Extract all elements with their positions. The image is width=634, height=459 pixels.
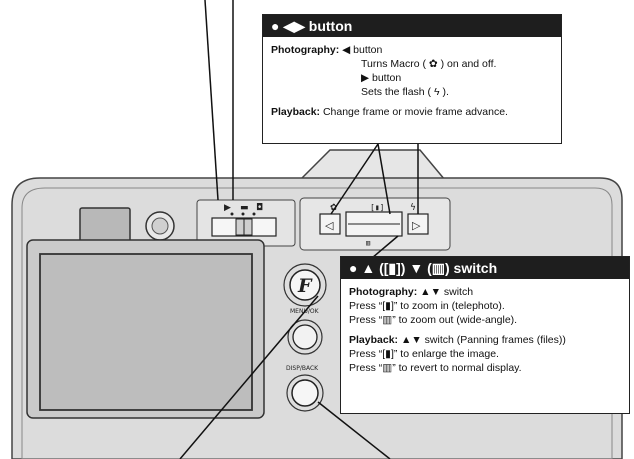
camera-top-hump <box>298 149 447 181</box>
disp-back-button[interactable] <box>291 379 319 407</box>
wide-icon: ▥ <box>382 314 393 326</box>
left-arrow-icon: ◁ <box>325 219 334 232</box>
wide-icon: ▥ <box>366 239 371 247</box>
disp-back-label: DISP/BACK <box>286 365 319 372</box>
right-button-line: ▶ button <box>361 72 402 84</box>
macro-icon: ✿ <box>425 58 441 70</box>
leader-line <box>330 143 379 215</box>
leader-line <box>371 235 399 259</box>
tele-icon: [▮] <box>370 203 384 212</box>
macro-desc: Turns Macro ( ✿ ) on and off. <box>361 58 497 70</box>
photography-line: Photography: ◀ button <box>271 44 383 56</box>
lcd-screen <box>39 253 253 411</box>
enlarge-line: Press “[▮]” to enlarge the image. <box>349 348 499 360</box>
camera-mode-icon: ◘ <box>256 203 263 213</box>
tele-icon: [▮] <box>382 348 394 360</box>
wide-icon: ▥ <box>382 362 393 374</box>
left-right-button-callout: ● ◀▶ button Photography: ◀ button Turns … <box>262 14 562 144</box>
right-arrow-icon: ▷ <box>412 219 421 232</box>
camera-body-inner <box>21 187 613 459</box>
playback-line: Playback: ▲▼ switch (Panning frames (fil… <box>349 334 566 346</box>
zoom-in-line: Press “[▮]” to zoom in (telephoto). <box>349 300 505 312</box>
indicator-lamp-inner <box>151 217 169 235</box>
leader-line <box>377 143 391 215</box>
tele-icon: [▮] <box>383 260 401 276</box>
photography-line: Photography: ▲▼ switch <box>349 286 474 298</box>
macro-icon: ✿ <box>330 203 338 213</box>
menu-ok-button[interactable] <box>292 324 318 350</box>
leader-line <box>317 401 391 459</box>
zoom-out-line: Press “▥” to zoom out (wide-angle). <box>349 314 518 326</box>
mode-dot <box>241 212 245 216</box>
flash-desc: Sets the flash ( ϟ ). <box>361 86 449 98</box>
movie-mode-icon: ▬ <box>240 203 249 213</box>
revert-line: Press “▥” to revert to normal display. <box>349 362 522 374</box>
flash-icon: ϟ <box>431 86 443 98</box>
flash-icon: ϟ <box>410 203 416 213</box>
leader-line <box>179 295 319 459</box>
playback-line: Playback: Change frame or movie frame ad… <box>271 106 508 118</box>
playback-mode-icon: ▶ <box>224 203 231 213</box>
callout-title: ● ▲ ([▮]) ▼ (▥) switch <box>341 257 629 279</box>
wide-icon: ▥ <box>431 260 445 276</box>
callout-title: ● ◀▶ button <box>263 15 561 37</box>
f-button[interactable] <box>289 269 321 301</box>
f-button-label: F <box>297 275 313 297</box>
leader-line <box>204 0 219 201</box>
left-button[interactable] <box>319 213 341 235</box>
viewfinder-window <box>79 207 131 245</box>
tele-icon: [▮] <box>382 300 394 312</box>
mode-dot <box>230 212 234 216</box>
zoom-switch-callout: ● ▲ ([▮]) ▼ (▥) switch Photography: ▲▼ s… <box>340 256 630 414</box>
mode-dot <box>252 212 256 216</box>
